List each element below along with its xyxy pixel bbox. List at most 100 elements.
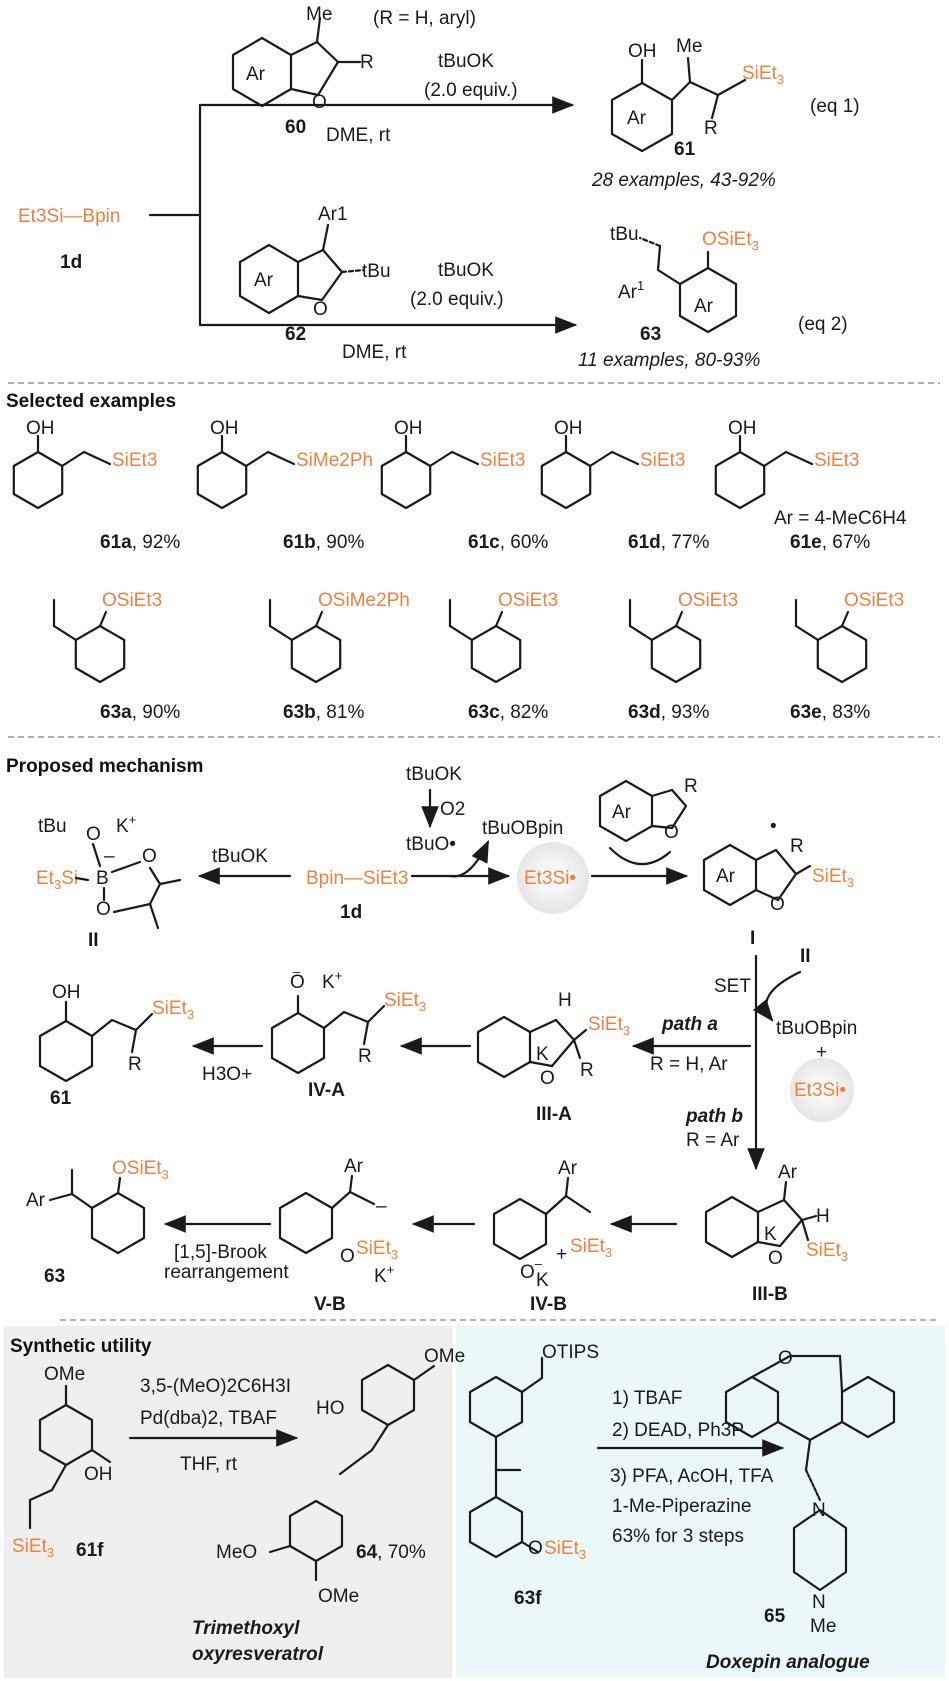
utility-reagent-1: 3,5-(MeO)2C6H3I bbox=[140, 1376, 291, 1397]
svg-text:H: H bbox=[816, 1206, 830, 1227]
product-63-structure: tBu OSiEt3 Ar1 Ar bbox=[610, 224, 759, 334]
mech-path-b: path b bbox=[685, 1106, 743, 1127]
svg-text:O: O bbox=[770, 894, 785, 915]
mech-tbuok-left: tBuOK bbox=[212, 846, 268, 867]
reagent-id-1d: 1d bbox=[60, 252, 82, 273]
svg-text:MeO: MeO bbox=[216, 1542, 257, 1563]
svg-text:tBu: tBu bbox=[38, 816, 67, 837]
utility-yield: 63% for 3 steps bbox=[612, 1526, 744, 1547]
svg-text:OH: OH bbox=[52, 982, 81, 1003]
product-65-name: Doxepin analogue bbox=[706, 1652, 870, 1673]
svg-text:SiEt3: SiEt3 bbox=[570, 1236, 612, 1260]
svg-text:O: O bbox=[768, 1248, 783, 1269]
svg-text:Ar: Ar bbox=[612, 802, 632, 823]
example-63a-label: 63a, 90% bbox=[100, 702, 180, 723]
svg-text:OMe: OMe bbox=[318, 1586, 359, 1607]
mech-IVB-label: IV-B bbox=[530, 1294, 567, 1315]
svg-text:R: R bbox=[684, 776, 698, 797]
mech-tbuobpin: tBuOBpin bbox=[482, 818, 563, 839]
intermediate-IIIA-structure: H K O R SiEt3 bbox=[476, 990, 630, 1089]
svg-text:Ar1: Ar1 bbox=[618, 278, 644, 303]
mech-II-label-left: II bbox=[88, 930, 99, 951]
eq1-conditions: DME, rt bbox=[326, 125, 391, 146]
svg-text:OH: OH bbox=[210, 418, 239, 439]
product-61-structure: OH Me SiEt3 R Ar bbox=[610, 36, 784, 153]
svg-text:K: K bbox=[536, 1270, 549, 1291]
utility-right-panel bbox=[456, 1326, 945, 1678]
product-61-id: 61 bbox=[674, 139, 696, 160]
svg-text:O: O bbox=[312, 92, 327, 113]
silyl-radical-bubble-2 bbox=[790, 1058, 854, 1122]
svg-text:–: – bbox=[104, 846, 115, 867]
eq1-scope: 28 examples, 43-92% bbox=[591, 170, 776, 191]
utility-step-4: 1-Me-Piperazine bbox=[612, 1496, 751, 1517]
product-64-structure: OMe HO MeO OMe bbox=[216, 1346, 465, 1607]
example-63d-structure: OSiEt3 bbox=[628, 590, 738, 684]
mech-brook-1: [1,5]-Brook bbox=[174, 1242, 267, 1263]
svg-text:Et3Si: Et3Si bbox=[36, 868, 78, 892]
utility-61f-label: 61f bbox=[76, 1540, 104, 1561]
svg-text:Ar: Ar bbox=[254, 270, 274, 291]
example-63d-label: 63d, 93% bbox=[628, 702, 709, 723]
mech-VB-label: V-B bbox=[314, 1294, 346, 1315]
eq2-base: tBuOK bbox=[438, 260, 494, 281]
svg-text:OSiEt3: OSiEt3 bbox=[498, 590, 558, 611]
selected-heading: Selected examples bbox=[6, 391, 176, 412]
svg-text:OSiEt3: OSiEt3 bbox=[844, 590, 904, 611]
reagent-et3si-bpin: Et3Si—Bpin bbox=[18, 206, 120, 227]
svg-text:K+: K+ bbox=[116, 812, 136, 837]
mech-I-label: I bbox=[750, 928, 755, 949]
svg-text:SiEt3: SiEt3 bbox=[806, 1240, 848, 1264]
svg-text:R: R bbox=[128, 1054, 142, 1075]
utility-step-1: 1) TBAF bbox=[612, 1388, 682, 1409]
svg-text:O: O bbox=[528, 1538, 543, 1559]
utility-reagent-2: Pd(dba)2, TBAF bbox=[140, 1408, 277, 1429]
svg-text:SiEt3: SiEt3 bbox=[742, 63, 784, 87]
selected-examples: Selected examples OHSiEt3OHSiMe2PhOHSiEt… bbox=[6, 391, 907, 723]
ar-label: Ar bbox=[246, 64, 266, 85]
mech-tbuobpin-right: tBuOBpin bbox=[776, 1018, 857, 1039]
intermediate-IVB-structure: Ar O– K + SiEt3 bbox=[492, 1158, 612, 1291]
svg-text:OH: OH bbox=[84, 1464, 113, 1485]
benzofuran-reagent: Ar O R bbox=[598, 776, 698, 843]
example-63a-structure: OSiEt3 bbox=[52, 590, 162, 684]
svg-text:SiMe2Ph: SiMe2Ph bbox=[296, 450, 373, 471]
product-64-label: 64, 70% bbox=[356, 1542, 426, 1563]
svg-text:Ar: Ar bbox=[26, 1190, 46, 1211]
svg-text:OH: OH bbox=[26, 418, 55, 439]
silyl-radical-bubble bbox=[517, 842, 589, 914]
intermediate-VB-structure: Ar O SiEt3 – K+ bbox=[278, 1156, 398, 1287]
mech-tbuok-top: tBuOK bbox=[406, 764, 462, 785]
mech-product-63-structure: Ar OSiEt3 bbox=[26, 1158, 169, 1255]
intermediate-IIIB-structure: Ar H K O SiEt3 bbox=[704, 1162, 848, 1269]
product-65-label: 65 bbox=[764, 1606, 786, 1627]
svg-text:Me: Me bbox=[676, 36, 702, 57]
svg-text:R: R bbox=[580, 1060, 594, 1081]
example-61c-label: 61c, 60% bbox=[468, 532, 548, 553]
svg-text:OMe: OMe bbox=[424, 1346, 465, 1367]
mech-63-label: 63 bbox=[44, 1266, 65, 1287]
product-64-name-2: oxyresveratrol bbox=[192, 1644, 324, 1665]
svg-text:K+: K+ bbox=[322, 968, 342, 993]
svg-text:SiEt3: SiEt3 bbox=[384, 990, 426, 1014]
example-61a-label: 61a, 92% bbox=[100, 532, 180, 553]
eq2-conditions: DME, rt bbox=[342, 342, 407, 363]
svg-text:SiEt3: SiEt3 bbox=[814, 450, 859, 471]
svg-text:R: R bbox=[358, 1046, 372, 1067]
ar1-label: Ar1 bbox=[318, 204, 348, 225]
eq1-equiv: (2.0 equiv.) bbox=[424, 80, 518, 101]
svg-text:HO: HO bbox=[316, 1398, 345, 1419]
svg-text:OSiEt3: OSiEt3 bbox=[112, 1158, 169, 1182]
mechanism-section: Proposed mechanism tBuOK O2 tBuO• tBuOBp… bbox=[6, 756, 857, 1315]
example-61b-structure: OH SiMe2Ph bbox=[196, 418, 373, 510]
product-64-name-1: Trimethoxyl bbox=[192, 1618, 300, 1639]
mech-h3o: H3O+ bbox=[202, 1064, 252, 1085]
eq2-equiv: (2.0 equiv.) bbox=[410, 289, 504, 310]
mechanism-heading: Proposed mechanism bbox=[6, 756, 203, 777]
mech-IIIA-label: III-A bbox=[536, 1104, 572, 1125]
mech-set: SET bbox=[714, 976, 751, 997]
mech-product-61-structure: OH R SiEt3 bbox=[38, 982, 194, 1083]
